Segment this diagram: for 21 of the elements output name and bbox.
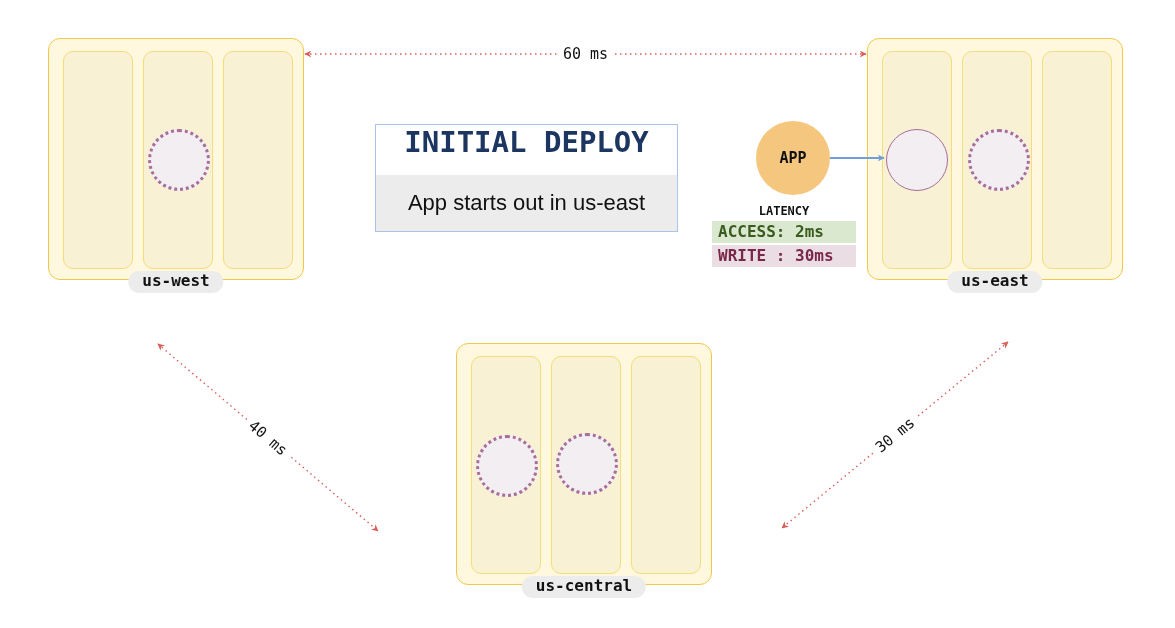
latency-heading: LATENCY bbox=[757, 203, 811, 219]
column-panel bbox=[143, 51, 213, 269]
arrow bbox=[830, 154, 885, 162]
latency-value: ACCESS: 2ms bbox=[712, 221, 856, 243]
card-title: INITIAL DEPLOY bbox=[403, 125, 650, 161]
column-panel bbox=[223, 51, 293, 269]
column-panel bbox=[631, 356, 701, 574]
column-panel bbox=[471, 356, 541, 574]
region-label: us-west bbox=[128, 271, 224, 293]
region-label: us-central bbox=[521, 576, 647, 598]
column-panel bbox=[962, 51, 1032, 269]
column-panel bbox=[1042, 51, 1112, 269]
info-card bbox=[375, 124, 678, 232]
column-panel bbox=[882, 51, 952, 269]
region-label: us-east bbox=[947, 271, 1043, 293]
card-text: App starts out in us-east bbox=[376, 175, 677, 231]
column-panel bbox=[63, 51, 133, 269]
column-panel bbox=[551, 356, 621, 574]
app-node: APP bbox=[756, 121, 830, 195]
latency-arrow bbox=[304, 50, 867, 58]
latency-value: WRITE : 30ms bbox=[712, 245, 856, 267]
